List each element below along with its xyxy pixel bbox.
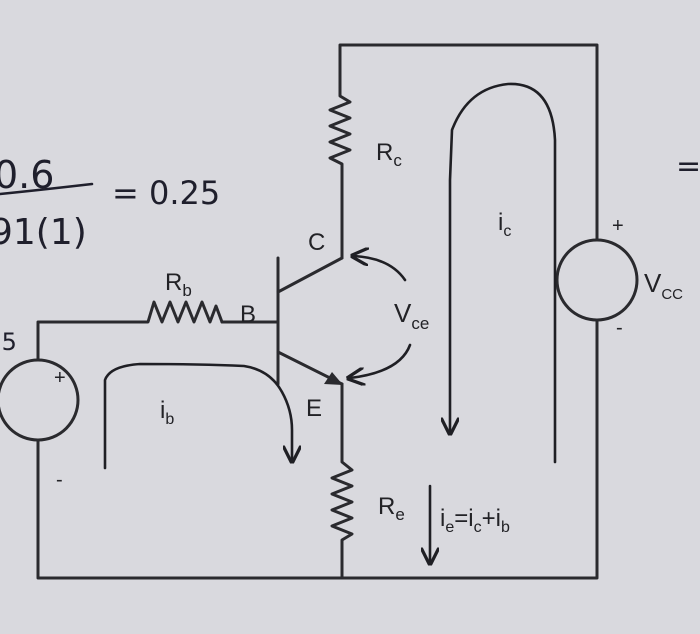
left-voltage-source-icon [0,358,80,442]
handwritten-result: = 0.25 [112,174,220,212]
resistor-rc [328,86,352,172]
vcc-source-minus: - [616,317,623,339]
fraction-bar [0,182,94,196]
vcc-label: VCC [644,268,683,303]
vce-arrow-top [354,256,407,282]
top-wire [338,43,599,242]
handwritten-right-fragment: = [676,149,700,184]
collector-label: C [308,229,325,256]
re-label: Re [378,493,405,524]
rb-label: Rb [165,269,192,300]
left-source-plus: + [54,367,66,389]
rc-label: Rc [376,139,402,170]
ie-equation-label: ie=ic+ib [440,505,510,536]
vcc-voltage-source-icon [555,238,639,322]
bottom-wire [36,318,599,580]
handwritten-left-value: .5 [0,328,17,356]
ib-current-arrow [103,362,292,470]
ic-label: ic [498,209,511,240]
handwritten-denominator: 91(1) [0,212,87,253]
ic-current-arrow [450,82,557,464]
left-source-wire [36,320,142,362]
base-label: B [240,301,256,328]
left-source-minus: - [56,469,63,491]
resistor-re [330,450,354,550]
emitter-arrow-icon [324,372,343,385]
resistor-rb [138,300,224,324]
emitter-label: E [306,395,322,422]
vce-arrow-bottom [350,343,412,378]
vcc-source-plus: + [612,215,624,237]
transistor-collector-lead [276,256,344,294]
ib-label: ib [160,397,174,428]
vce-label: Vce [394,298,429,333]
